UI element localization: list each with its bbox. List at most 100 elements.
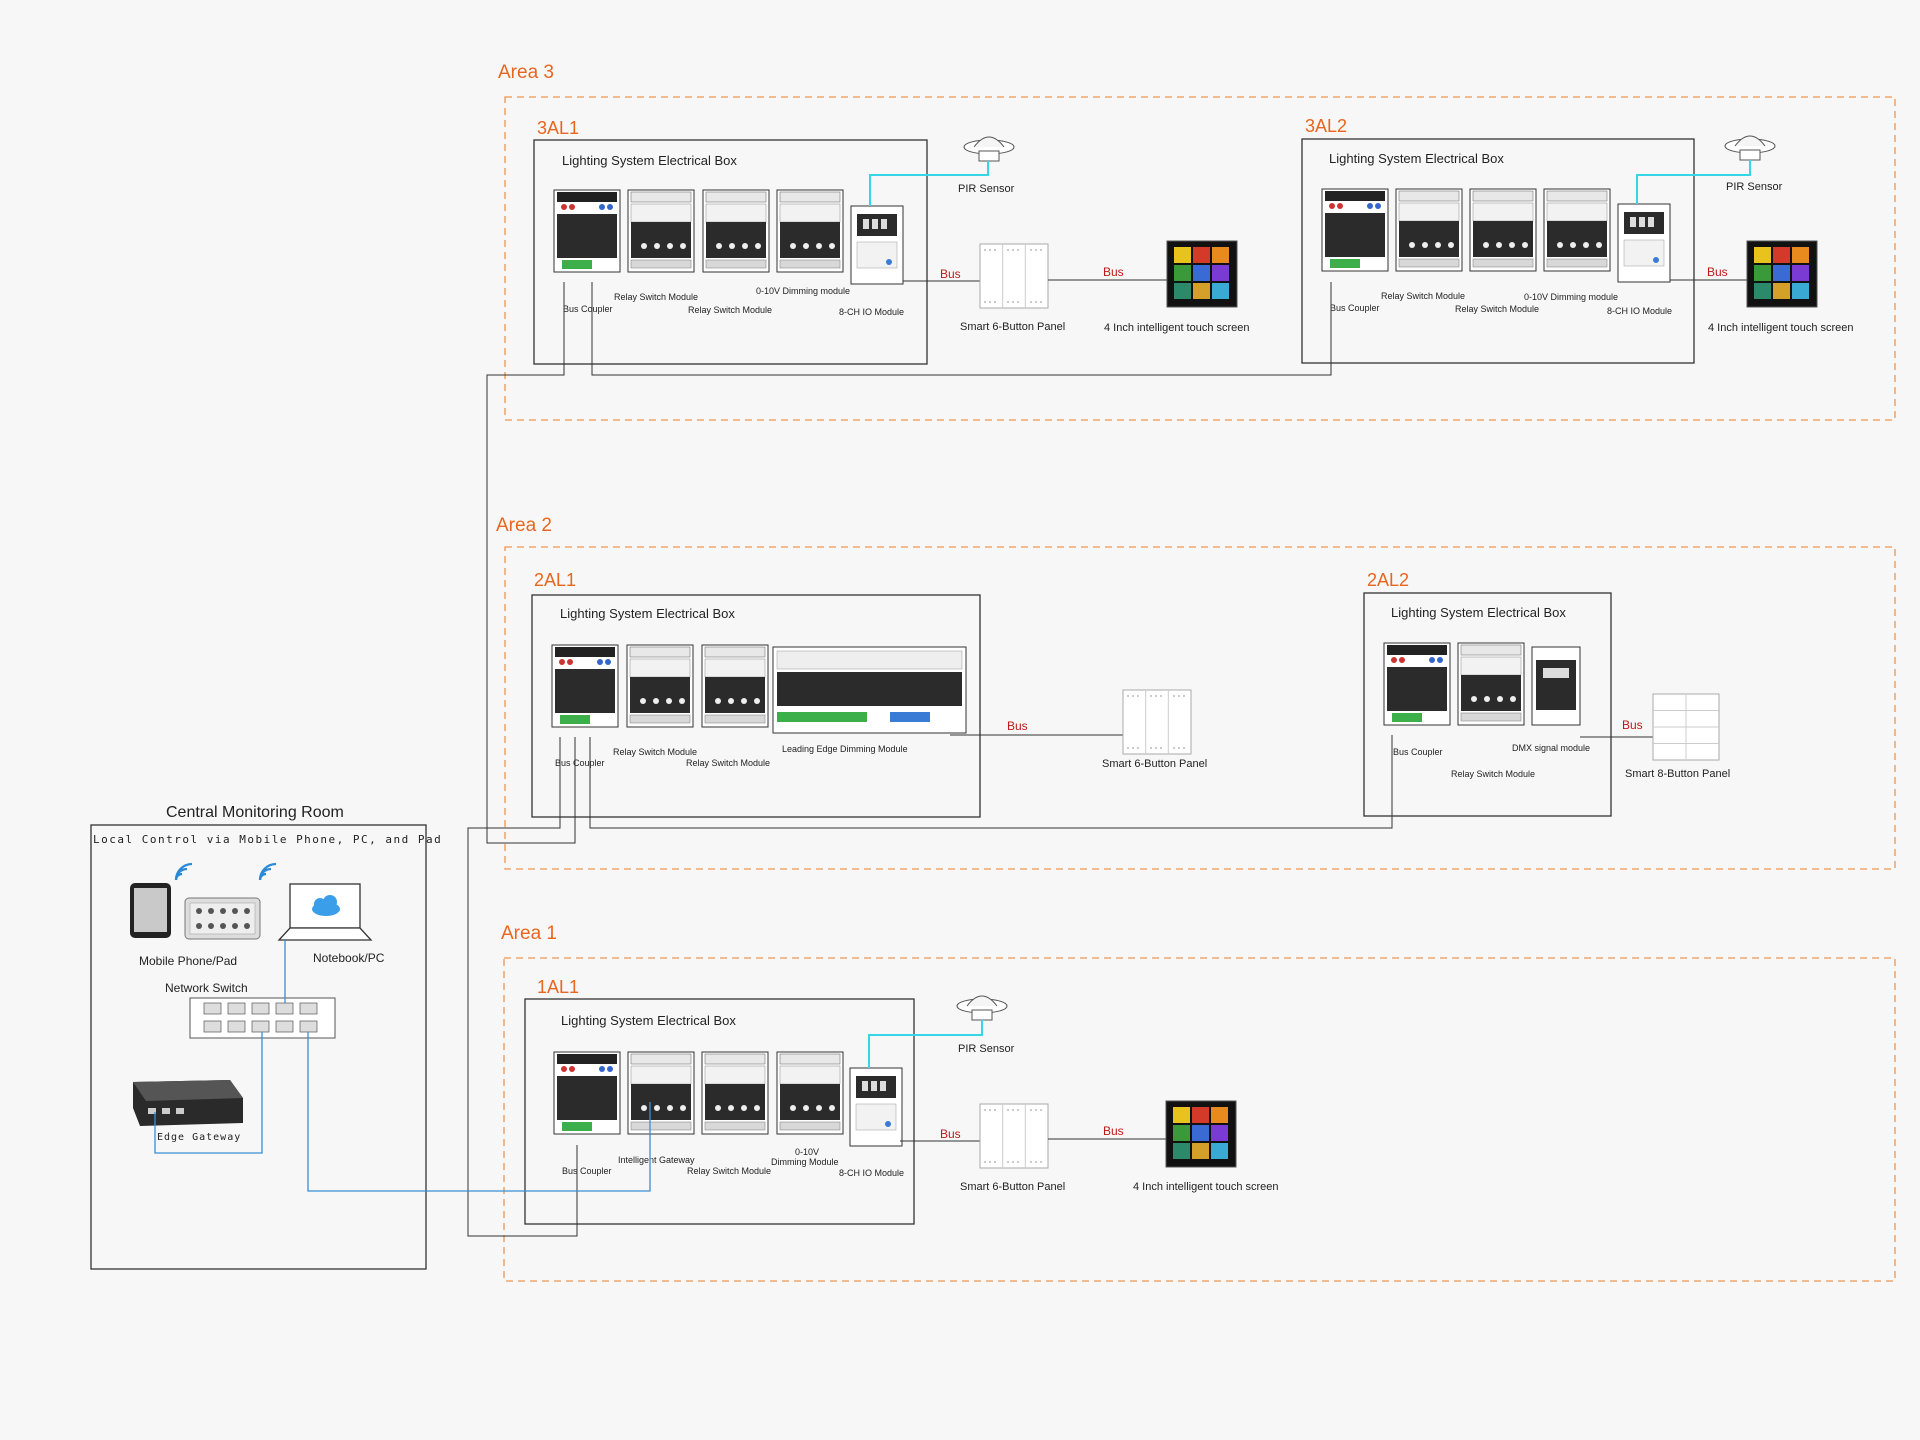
label-io-3al1: 8-CH IO Module [839,307,904,317]
relay-module-1al1 [701,1051,769,1135]
area3-zone [504,96,1896,421]
label-relay-3al2-b: Relay Switch Module [1455,304,1539,314]
eight-button-panel-2al2 [1652,693,1720,761]
label-relay-3al1-b: Relay Switch Module [688,305,772,315]
bus-label-1al1-b: Bus [1103,1124,1124,1138]
trunk-bus-area3 [486,282,576,844]
touch-screen-3al1 [1166,240,1238,308]
pir-sensor-3al2 [1724,135,1776,161]
area1-title: Area 1 [501,923,557,944]
box-title-3al2: Lighting System Electrical Box [1329,151,1504,166]
relay-module-2al2 [1457,642,1525,726]
relay-module-3al2-b [1469,188,1537,272]
electrical-box-3al2 [1301,138,1695,364]
central-room-box [90,824,427,1270]
label-dimming-3al2: 0-10V Dimming module [1524,292,1618,302]
label-pir-3al1: PIR Sensor [958,183,1015,195]
touch-screen-1al1 [1165,1100,1237,1168]
six-button-panel-1al1 [979,1103,1049,1169]
label-dimming-3al1: 0-10V Dimming module [756,286,850,296]
bus-coupler-2al1 [551,644,619,728]
central-subtitle: Local Control via Mobile Phone, PC, and … [93,833,442,846]
bus-label-3al1-a: Bus [940,267,961,281]
label-touch-1al1: 4 Inch intelligent touch screen [1133,1181,1279,1193]
label-network-switch: Network Switch [165,981,248,995]
bus-coupler-1al1 [553,1051,621,1135]
leading-edge-dimming-module-2al1 [772,646,967,734]
electrical-box-3al1 [533,139,928,365]
label-bus-coupler-3al1: Bus Coupler [563,304,613,314]
box-title-2al2: Lighting System Electrical Box [1391,605,1566,620]
bus-coupler-3al1 [553,189,621,273]
box-title-3al1: Lighting System Electrical Box [562,153,737,168]
label-relay-3al2-a: Relay Switch Module [1381,291,1465,301]
label-touch-3al2: 4 Inch intelligent touch screen [1708,322,1854,334]
label-dimming-1al1-a: 0-10V [795,1147,819,1157]
label-relay-3al1-a: Relay Switch Module [614,292,698,302]
box-id-2al2: 2AL2 [1367,570,1409,590]
area3-title: Area 3 [498,62,554,83]
mobile-phone-icon [130,883,171,938]
box-id-1al1: 1AL1 [537,977,579,997]
label-relay-2al1-a: Relay Switch Module [613,747,697,757]
intelligent-gateway-1al1 [627,1051,695,1135]
relay-module-3al1-b [702,189,770,273]
bus-label-2al1: Bus [1007,719,1028,733]
label-leading-edge-2al1: Leading Edge Dimming Module [782,744,908,754]
bus-run-area3 [591,282,1332,376]
central-title: Central Monitoring Room [166,804,344,821]
six-button-panel-2al1 [1122,689,1192,755]
pir-wire-1al1 [868,1020,983,1068]
box-title-2al1: Lighting System Electrical Box [560,606,735,621]
label-relay-1al1: Relay Switch Module [687,1166,771,1176]
label-bus-coupler-1al1: Bus Coupler [562,1166,612,1176]
label-pir-3al2: PIR Sensor [1726,181,1783,193]
relay-module-3al2-a [1395,188,1463,272]
edge-gateway-icon [133,1080,243,1126]
label-edge-gateway: Edge Gateway [157,1132,241,1143]
bus-label-1al1-a: Bus [940,1127,961,1141]
label-bus-coupler-2al1: Bus Coupler [555,758,605,768]
label-dmx-2al2: DMX signal module [1512,743,1590,753]
wifi-icon [174,862,193,881]
bus-coupler-2al2 [1383,642,1451,726]
label-touch-3al1: 4 Inch intelligent touch screen [1104,322,1250,334]
label-bus-coupler-3al2: Bus Coupler [1330,303,1380,313]
dimming-module-3al2 [1543,188,1611,272]
relay-module-3al1-a [627,189,695,273]
pir-sensor-1al1 [956,995,1008,1021]
notebook-icon [277,883,373,941]
pir-wire-3al2 [1636,160,1751,204]
cloud-icon [312,895,340,916]
io-module-3al2 [1617,203,1671,283]
bus-coupler-3al2 [1321,188,1389,272]
io-module-3al1 [850,205,904,285]
box-title-1al1: Lighting System Electrical Box [561,1013,736,1028]
label-mobile: Mobile Phone/Pad [139,954,237,968]
label-bus-coupler-2al2: Bus Coupler [1393,747,1443,757]
wifi-icon [258,862,277,881]
trunk-bus-area2 [467,737,578,1237]
bus-label-3al1-b: Bus [1103,265,1124,279]
label-relay-2al1-b: Relay Switch Module [686,758,770,768]
dimming-module-3al1 [776,189,844,273]
relay-module-2al1-b [701,644,769,728]
dimming-module-1al1 [776,1051,844,1135]
io-module-1al1 [849,1067,903,1147]
bus-label-2al2: Bus [1622,718,1643,732]
touch-screen-3al2 [1746,240,1818,308]
network-switch-icon [189,997,336,1039]
network-cable-gateway [154,1032,263,1154]
label-panel8-2al2: Smart 8-Button Panel [1625,768,1730,780]
label-relay-2al2: Relay Switch Module [1451,769,1535,779]
box-id-3al1: 3AL1 [537,118,579,138]
electrical-box-2al1 [531,594,981,818]
label-gateway-1al1: Intelligent Gateway [618,1155,695,1165]
label-panel6-1al1: Smart 6-Button Panel [960,1181,1065,1193]
label-io-3al2: 8-CH IO Module [1607,306,1672,316]
relay-module-2al1-a [626,644,694,728]
area2-zone [504,546,1896,870]
dmx-signal-module-2al2 [1531,646,1581,726]
box-id-3al2: 3AL2 [1305,116,1347,136]
